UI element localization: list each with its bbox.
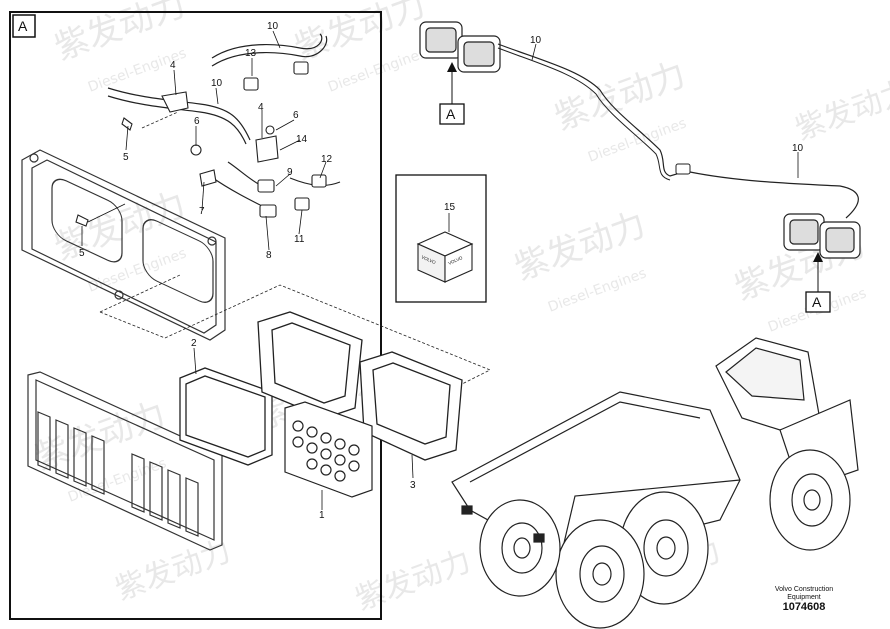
- callout-14: 14: [296, 134, 308, 145]
- harness-connector: [675, 163, 691, 175]
- view-label: A: [446, 106, 456, 122]
- callout-7: 7: [199, 206, 205, 217]
- callout-15: 15: [444, 202, 456, 213]
- watermark-12: 紫发动力: [791, 74, 890, 148]
- callout-13: 13: [245, 48, 257, 59]
- callout-4: 4: [258, 102, 264, 113]
- articulated-hauler: [451, 337, 859, 629]
- view-label: A: [812, 294, 822, 310]
- panel-label-box: [12, 14, 36, 38]
- svg-text:紫发动力: 紫发动力: [111, 534, 236, 608]
- callout-10: 10: [530, 35, 542, 46]
- callout-labels: 4 10 13 10 4 6 6 5 14 12 9 7 8 11 5 2 1 …: [79, 21, 416, 521]
- kit-frame: [395, 174, 487, 303]
- seal-ring-right: [359, 351, 463, 461]
- kit-label-right: VOLVO: [447, 255, 463, 266]
- kit-label-left: VOLVO: [421, 254, 437, 265]
- watermark-layer: 紫发动力 Diesel-Engines 紫发动力 Diesel-Engines …: [29, 0, 890, 618]
- callout-2: 2: [191, 338, 197, 349]
- watermark-10: 紫发动力: [351, 544, 476, 618]
- connectors: [75, 61, 327, 227]
- rear-lamp-pair-lower: [783, 213, 861, 259]
- grille-panel: [27, 371, 223, 551]
- watermark-9: 紫发动力: [111, 534, 236, 608]
- callout-3: 3: [410, 480, 416, 491]
- credit-company: Volvo Construction: [774, 586, 834, 593]
- panel-label: A: [18, 18, 28, 34]
- credit-division: Equipment: [787, 594, 821, 601]
- svg-text:紫发动力: 紫发动力: [351, 544, 476, 618]
- callout-6: 6: [194, 116, 200, 127]
- seal-ring-left: [257, 311, 363, 419]
- callout-5: 5: [79, 248, 85, 259]
- watermark-5: 紫发动力 Diesel-Engines: [509, 204, 650, 315]
- callout-5: 5: [123, 152, 129, 163]
- callout-10: 10: [211, 78, 223, 89]
- callout-10: 10: [267, 21, 279, 32]
- callout-12: 12: [321, 154, 333, 165]
- watermark-2: 紫发动力 Diesel-Engines: [289, 0, 430, 96]
- rear-lamp-pair-upper: [419, 21, 501, 73]
- callout-4: 4: [170, 60, 176, 71]
- mounting-plate: [21, 149, 226, 341]
- view-label-box: [805, 291, 831, 313]
- callout-11: 11: [294, 234, 305, 245]
- harness-cable-upper: [497, 43, 691, 177]
- watermark-1: 紫发动力 Diesel-Engines: [49, 0, 190, 96]
- callout-8: 8: [266, 250, 272, 261]
- harness-cable-lower: [689, 171, 859, 219]
- view-label-box: [439, 103, 465, 125]
- diagram-number: 1074608: [782, 601, 826, 613]
- lamp-housing: [179, 367, 273, 466]
- callout-10: 10: [792, 143, 804, 154]
- svg-text:紫发动力: 紫发动力: [791, 74, 890, 148]
- callout-6: 6: [293, 110, 299, 121]
- lamp-lens: [284, 401, 373, 498]
- callout-1: 1: [319, 510, 325, 521]
- kit-box: [416, 231, 474, 283]
- watermark-4: 紫发动力 Diesel-Engines: [49, 184, 190, 295]
- callout-9: 9: [287, 167, 293, 178]
- detail-panel-frame: [9, 11, 382, 620]
- callout-leaders: [81, 30, 414, 510]
